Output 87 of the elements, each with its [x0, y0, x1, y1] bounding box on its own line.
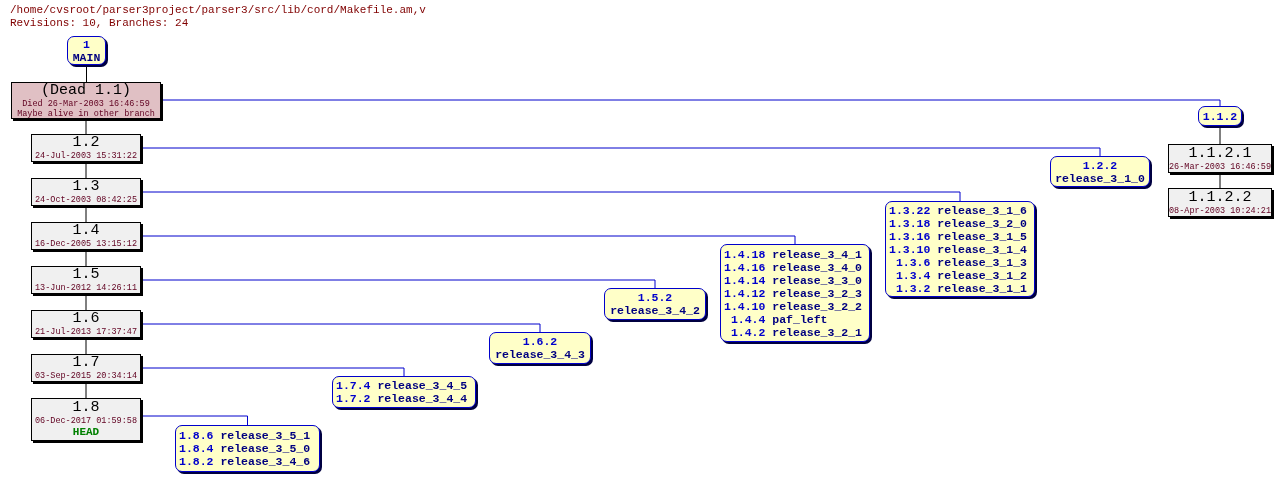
branch-tag-line: 1.7.2 release_3_4_4	[335, 392, 469, 405]
branch-tag-line: 1.3.6 release_3_1_3	[894, 255, 1028, 269]
branch-tag-line: 1.4.10 release_3_2_2	[723, 299, 863, 313]
revision-date: 16-Dec-2005 13:15:12	[35, 239, 137, 249]
revision-number: 1.1.2.2	[1188, 189, 1252, 206]
branch-tag-line: 1.4.12 release_3_2_3	[723, 286, 863, 300]
revision-date: 06-Dec-2017 01:59:58	[35, 416, 137, 426]
revision-box	[31, 354, 141, 382]
revision-box	[31, 310, 141, 338]
revision-number: 1.3	[72, 179, 100, 195]
branch-number: 1.5.2	[637, 291, 673, 304]
tag-box	[489, 332, 591, 364]
connector-line	[160, 99, 1221, 107]
branch-tag-line: 1.3.18 release_3_2_0	[888, 216, 1028, 230]
revision-box	[1168, 188, 1272, 217]
connector-line	[85, 337, 87, 355]
branch-number: 1.1.2	[1202, 109, 1238, 123]
connector-line	[140, 279, 656, 289]
revision-date: 21-Jul-2013 17:37:47	[35, 327, 137, 337]
connector-line	[140, 415, 248, 426]
revision-date: 24-Jul-2003 15:31:22	[35, 151, 137, 161]
connector-line	[85, 118, 87, 135]
branch-tag-line: 1.7.4 release_3_4_5	[335, 379, 469, 392]
tag-box	[1050, 156, 1150, 187]
connector-line	[140, 367, 405, 377]
revision-date: 13-Jun-2012 14:26:11	[35, 283, 137, 293]
branch-tag-line: 1.8.4 release_3_5_0	[178, 442, 312, 455]
tag-box	[885, 201, 1035, 297]
revision-number: 1.5	[72, 267, 100, 283]
branch-tag-line: 1.4.14 release_3_3_0	[723, 273, 863, 287]
branch-number: 1.6.2	[522, 335, 558, 348]
connector-line	[140, 323, 541, 333]
branch-tag-line: 1.3.22 release_3_1_6	[888, 203, 1028, 217]
branch-tag-line: 1.4.4 paf_left	[729, 312, 829, 326]
connector-line	[85, 293, 87, 311]
revision-date: Maybe alive in other branch	[17, 108, 155, 119]
branch-tag-line: 1.4.2 release_3_2_1	[729, 325, 863, 339]
branch-tag-line: 1.8.2 release_3_4_6	[178, 455, 312, 468]
revision-box	[31, 222, 141, 250]
revision-number: 1.2	[72, 135, 100, 151]
tag-name: release_3_4_3	[495, 348, 585, 361]
connector-line	[85, 381, 87, 399]
connector-line	[140, 147, 1101, 157]
dead-revision-box	[11, 82, 161, 119]
connector-line	[85, 249, 87, 267]
revision-number: 1.1.2.1	[1188, 145, 1252, 162]
tag-box	[720, 244, 870, 342]
tag-box	[332, 376, 476, 408]
revision-summary: Revisions: 10, Branches: 24	[10, 17, 189, 30]
connector-line	[140, 235, 796, 245]
revision-number: 1.4	[72, 223, 100, 239]
revision-date: 08-Apr-2003 10:24:21	[1169, 205, 1271, 216]
revision-number: (Dead 1.1)	[41, 82, 131, 99]
branch-tag-line: 1.3.10 release_3_1_4	[888, 242, 1028, 256]
file-path: /home/cvsroot/parser3project/parser3/src/lib/cord/Makefile.am,v	[10, 4, 426, 17]
revision-box	[31, 398, 141, 441]
revision-number: 1.7	[72, 355, 100, 371]
tag-box	[67, 36, 106, 65]
branch-tag-line: 1.4.16 release_3_4_0	[723, 260, 863, 274]
connector-line	[85, 161, 87, 179]
tag-name: release_3_4_2	[610, 304, 700, 317]
revision-date: Died 26-Mar-2003 16:46:59	[22, 98, 150, 109]
connector-line	[1219, 125, 1221, 145]
revision-date: 03-Sep-2015 20:34:14	[35, 371, 137, 381]
connector-line	[1219, 172, 1221, 189]
branch-tag-line: 1.4.18 release_3_4_1	[723, 247, 863, 261]
branch-tag-line: 1.3.2 release_3_1_1	[894, 281, 1028, 295]
tag-name: release_3_1_0	[1055, 171, 1145, 185]
revision-date: 26-Mar-2003 16:46:59	[1169, 161, 1271, 172]
revision-box	[31, 134, 141, 162]
revision-date: 24-Oct-2003 08:42:25	[35, 195, 137, 205]
branch-tag-line: 1.3.4 release_3_1_2	[894, 268, 1028, 282]
branch-tag-line: 1.8.6 release_3_5_1	[178, 429, 312, 442]
tag-name: MAIN	[72, 50, 101, 64]
revision-box	[1168, 144, 1272, 173]
revision-box	[31, 178, 141, 206]
connector-line	[140, 191, 961, 202]
branch-tag-line: 1.3.16 release_3_1_5	[888, 229, 1028, 243]
branch-number: 1.2.2	[1082, 158, 1118, 172]
revision-number: 1.6	[72, 311, 100, 327]
branch-number: 1	[83, 37, 90, 51]
revision-box	[31, 266, 141, 294]
head-tag: HEAD	[72, 426, 100, 439]
revision-number: 1.8	[72, 400, 100, 416]
connector-line	[85, 205, 87, 223]
tag-box	[175, 425, 320, 472]
tag-box	[604, 288, 706, 320]
